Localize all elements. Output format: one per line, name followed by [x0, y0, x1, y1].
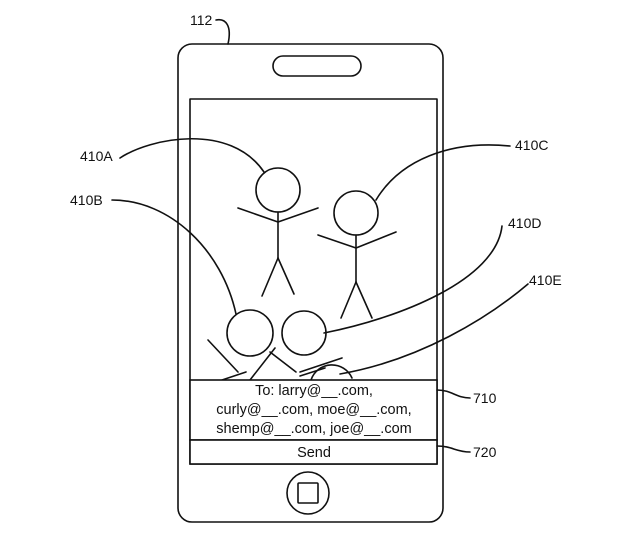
recipients-box [189, 379, 438, 441]
to-line: To: larry@__.com, [255, 383, 373, 399]
recipients-line-3: shemp@__.com, joe@__.com [216, 421, 411, 437]
ref-410c: 410C [515, 137, 548, 153]
home-button-icon[interactable] [286, 471, 330, 515]
ref-410b: 410B [70, 192, 103, 208]
person-410b [207, 309, 276, 381]
leader-710 [436, 389, 471, 399]
send-label[interactable]: Send [297, 445, 331, 461]
person-410c [317, 190, 397, 319]
ref-410a: 410A [80, 148, 113, 164]
ref-410d: 410D [508, 215, 541, 231]
leader-720 [436, 445, 471, 453]
leader-410d [323, 225, 503, 334]
recipients-line-2: curly@__.com, moe@__.com, [216, 402, 411, 418]
ref-710: 710 [473, 390, 497, 406]
person-410a [237, 167, 319, 297]
speaker-slot-icon [272, 55, 362, 77]
leader-410a [119, 137, 265, 173]
ref-410e: 410E [529, 272, 562, 288]
send-button[interactable] [189, 439, 438, 465]
leader-112 [215, 18, 231, 45]
ref-720: 720 [473, 444, 497, 460]
phone-body [177, 43, 444, 523]
leader-410b [111, 199, 237, 315]
ref-112: 112 [190, 12, 213, 28]
leader-410c [375, 144, 511, 201]
person-410d [269, 310, 343, 377]
leader-410e [339, 283, 529, 375]
